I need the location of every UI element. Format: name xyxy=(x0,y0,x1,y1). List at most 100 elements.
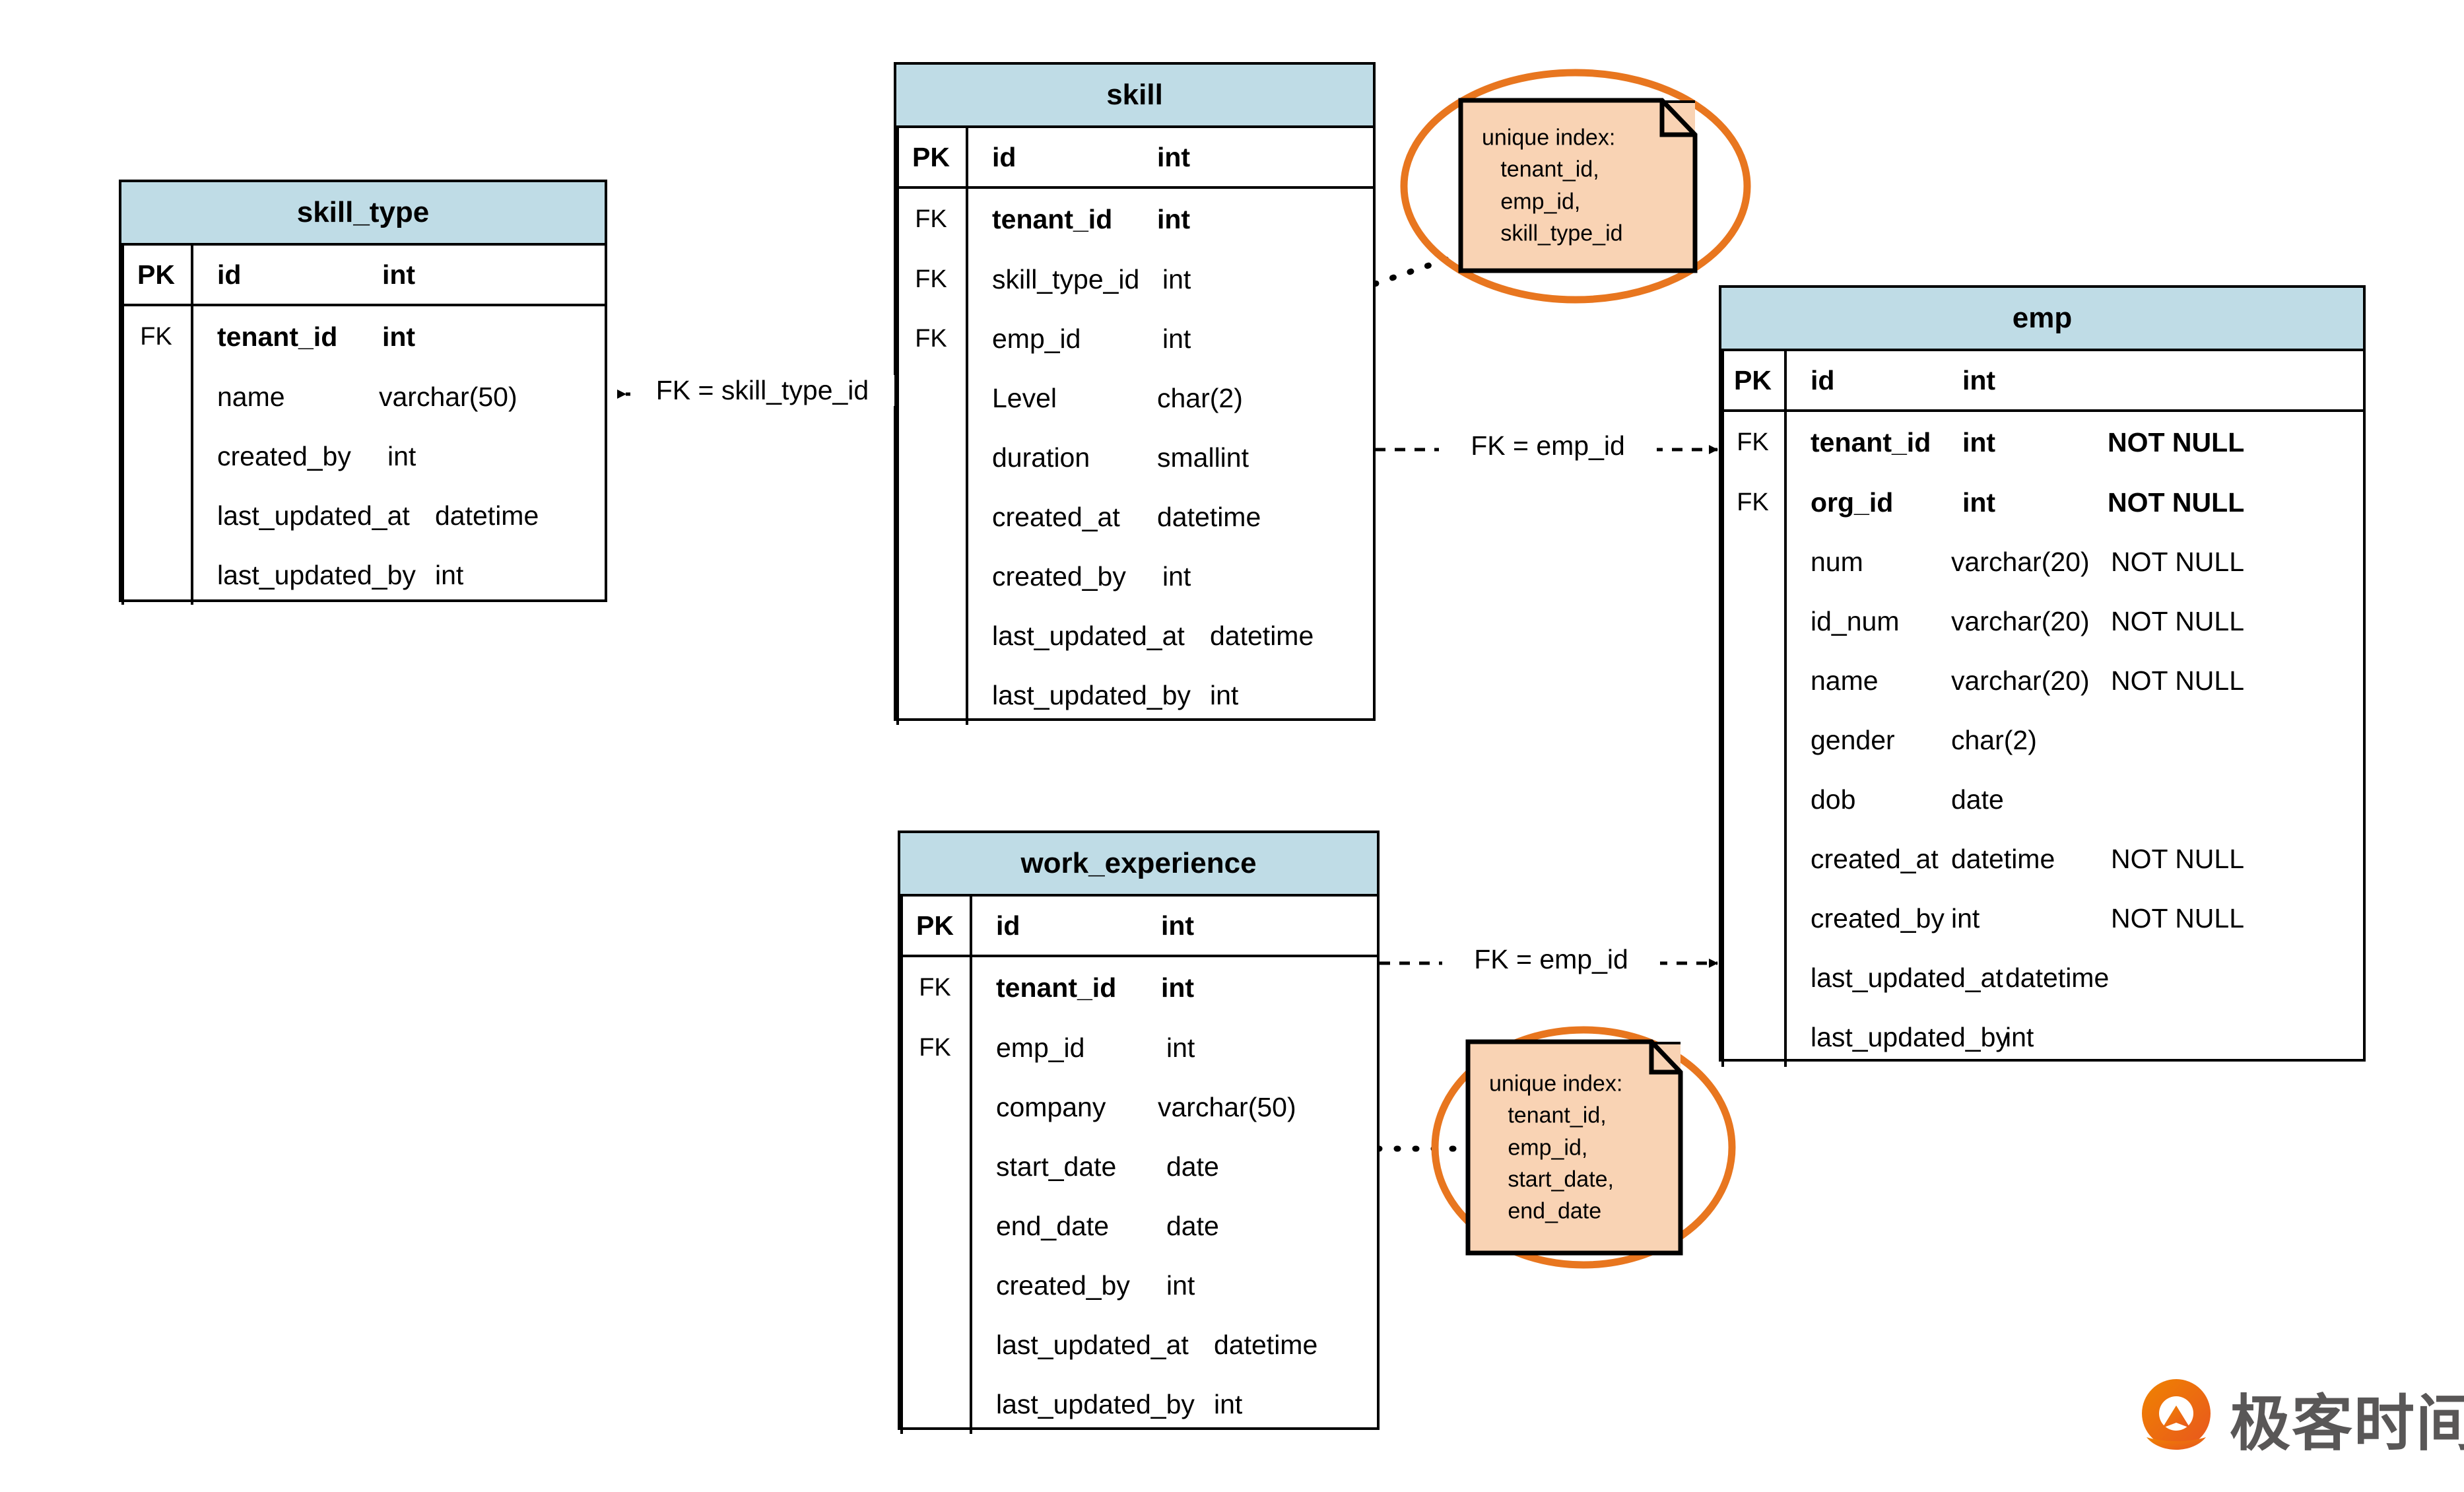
row-field-type: int xyxy=(1157,203,1191,234)
table-row[interactable]: created_at datetime xyxy=(896,487,1373,547)
table-row[interactable]: PK id int xyxy=(121,246,605,306)
row-key-badge: FK xyxy=(1737,428,1769,456)
row-field-type: int xyxy=(382,321,416,352)
row-field-name: created_by xyxy=(1811,902,1945,933)
row-field-nullability: NOT NULL xyxy=(2108,426,2245,458)
table-row[interactable]: FK skill_type_id int xyxy=(896,250,1373,309)
relationship-label-work-experience-emp-id: FK = emp_id xyxy=(1442,944,1660,975)
row-field-name: num xyxy=(1811,546,1863,577)
table-row[interactable]: last_updated_by int xyxy=(1721,1007,2363,1067)
table-row[interactable]: end_date date xyxy=(900,1196,1377,1256)
table-row[interactable]: PK id int xyxy=(896,128,1373,189)
entity-body-skill: PK id int FK tenant_id int FK skill_type… xyxy=(896,128,1373,725)
entity-body-skill-type: PK id int FK tenant_id int name varchar(… xyxy=(121,246,605,605)
entity-skill[interactable]: skill PK id int FK tenant_id int FK skil… xyxy=(894,62,1376,725)
row-field-type: date xyxy=(1166,1210,1219,1241)
row-field-type: int xyxy=(1157,141,1191,172)
table-row[interactable]: FK tenant_id int xyxy=(896,189,1373,250)
table-row[interactable]: PK id int xyxy=(900,897,1377,957)
row-field-type: int xyxy=(382,259,416,290)
row-key-badge: FK xyxy=(919,973,951,1001)
table-row[interactable]: FK emp_id int xyxy=(896,309,1373,368)
table-row[interactable]: start_date date xyxy=(900,1137,1377,1196)
table-row[interactable]: id_num varchar(20) NOT NULL xyxy=(1721,592,2363,651)
row-field-type: char(2) xyxy=(1157,382,1243,413)
row-field-name: end_date xyxy=(996,1210,1110,1241)
table-row[interactable]: FK emp_id int xyxy=(900,1018,1377,1077)
row-field-name: company xyxy=(996,1091,1106,1122)
table-row[interactable]: last_updated_at datetime xyxy=(896,606,1373,665)
entity-skill-type[interactable]: skill_type PK id int FK tenant_id int na xyxy=(119,180,607,605)
note-work-experience-unique-index[interactable]: unique index: tenant_id, emp_id, start_d… xyxy=(1465,1039,1683,1256)
entity-body-work-experience: PK id int FK tenant_id int FK emp_id int xyxy=(900,897,1377,1434)
row-key-badge: PK xyxy=(912,141,950,172)
entity-key-column-divider xyxy=(966,128,968,725)
table-row[interactable]: duration smallint xyxy=(896,428,1373,487)
row-field-nullability: NOT NULL xyxy=(2111,902,2245,933)
table-row[interactable]: last_updated_by int xyxy=(121,545,605,605)
row-field-type: int xyxy=(1162,323,1191,354)
table-row[interactable]: FK tenant_id int xyxy=(900,957,1377,1018)
table-row[interactable]: PK id int xyxy=(1721,351,2363,412)
row-field-type: int xyxy=(1962,426,1996,458)
row-field-name: tenant_id xyxy=(1811,426,1931,458)
table-row[interactable]: created_by int xyxy=(121,426,605,486)
row-field-type: datetime xyxy=(1157,501,1261,532)
row-field-name: gender xyxy=(1811,724,1895,755)
table-row[interactable]: last_updated_at datetime xyxy=(121,486,605,545)
table-row[interactable]: created_at datetime NOT NULL xyxy=(1721,829,2363,889)
table-row[interactable]: created_by int xyxy=(900,1256,1377,1315)
row-field-name: created_by xyxy=(217,440,351,471)
row-field-type: int xyxy=(1161,972,1195,1003)
entity-title-emp: emp xyxy=(1721,288,2363,351)
row-field-name: dob xyxy=(1811,784,1856,815)
row-field-type: date xyxy=(1166,1151,1219,1182)
table-row[interactable]: last_updated_by int xyxy=(900,1374,1377,1434)
note-fold-corner-icon xyxy=(1458,98,1698,273)
table-row[interactable]: name varchar(50) xyxy=(121,367,605,426)
row-field-name: created_at xyxy=(992,501,1120,532)
table-row[interactable]: name varchar(20) NOT NULL xyxy=(1721,651,2363,710)
row-field-type: datetime xyxy=(1951,843,2055,874)
entity-key-column-divider xyxy=(970,897,972,1434)
entity-work-experience[interactable]: work_experience PK id int FK tenant_id i… xyxy=(898,831,1380,1434)
row-field-type: datetime xyxy=(435,500,539,531)
table-row[interactable]: Level char(2) xyxy=(896,368,1373,428)
table-row[interactable]: company varchar(50) xyxy=(900,1077,1377,1137)
note-skill-unique-index[interactable]: unique index: tenant_id, emp_id, skill_t… xyxy=(1458,98,1698,273)
note-text: unique index: tenant_id, emp_id, skill_t… xyxy=(1482,125,1623,246)
row-field-name: last_updated_by xyxy=(996,1388,1195,1419)
row-field-name: last_updated_at xyxy=(217,500,410,531)
brand-logo-text: 极客时间 xyxy=(2230,1390,2464,1458)
row-key-badge: FK xyxy=(915,265,947,293)
row-field-type: int xyxy=(1962,487,1996,518)
table-row[interactable]: FK tenant_id int NOT NULL xyxy=(1721,412,2363,473)
row-field-name: start_date xyxy=(996,1151,1117,1182)
table-row[interactable]: dob date xyxy=(1721,770,2363,829)
table-row[interactable]: last_updated_by int xyxy=(896,665,1373,725)
row-field-type: datetime xyxy=(1214,1329,1318,1360)
table-row[interactable]: created_by int xyxy=(896,547,1373,606)
row-field-name: skill_type_id xyxy=(992,263,1140,294)
table-row[interactable]: num varchar(20) NOT NULL xyxy=(1721,532,2363,592)
entity-title-skill: skill xyxy=(896,65,1373,128)
brand-logo: 极客时间 xyxy=(2137,1374,2464,1462)
row-field-name: name xyxy=(217,381,285,412)
row-field-type: varchar(50) xyxy=(1158,1091,1296,1122)
row-field-name: tenant_id xyxy=(996,972,1117,1003)
row-field-name: last_updated_at xyxy=(1811,962,2003,993)
row-field-type: date xyxy=(1951,784,2004,815)
table-row[interactable]: last_updated_at datetime xyxy=(900,1315,1377,1374)
row-field-type: varchar(20) xyxy=(1951,546,2090,577)
table-row[interactable]: last_updated_at datetime xyxy=(1721,948,2363,1007)
row-field-nullability: NOT NULL xyxy=(2111,546,2245,577)
geektime-logo-icon xyxy=(2142,1378,2211,1450)
table-row[interactable]: FK org_id int NOT NULL xyxy=(1721,473,2363,532)
table-row[interactable]: created_by int NOT NULL xyxy=(1721,889,2363,948)
table-row[interactable]: gender char(2) xyxy=(1721,710,2363,770)
table-row[interactable]: FK tenant_id int xyxy=(121,306,605,367)
relationship-label-skill-type-id: FK = skill_type_id xyxy=(630,375,894,406)
entity-emp[interactable]: emp PK id int FK tenant_id int NOT NULL … xyxy=(1719,285,2366,1067)
row-field-type: char(2) xyxy=(1951,724,2037,755)
